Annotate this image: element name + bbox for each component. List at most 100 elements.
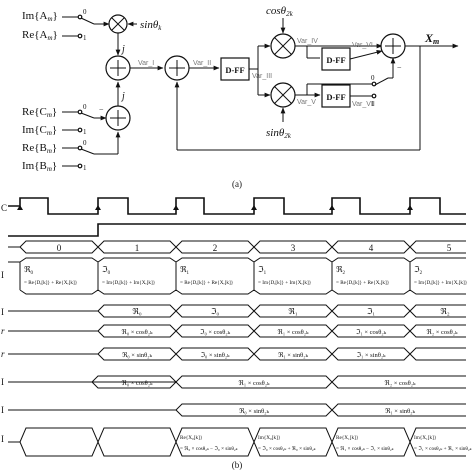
var-i-label: Var_I bbox=[138, 60, 154, 67]
slot-number: 5 bbox=[447, 243, 452, 253]
row-label: r bbox=[1, 349, 5, 359]
row-var-iv: ℜ₀ × cosθ₂ₖ ℑ₀ × cosθ₂ₖ ℜ₁ × cosθ₂ₖ ℑ₁ ×… bbox=[8, 324, 466, 338]
svg-text:Re{X₀[k]}: Re{X₀[k]} bbox=[180, 435, 203, 441]
input-im-a: Im{Am} bbox=[22, 10, 58, 23]
var-v-cell: ℑ₁ × sinθ₂ₖ bbox=[356, 351, 386, 359]
switch-arm bbox=[80, 17, 95, 25]
var-iv-cell: ℜ₁ × cosθ₂ₖ bbox=[278, 328, 310, 336]
svg-text:D-FF: D-FF bbox=[225, 65, 244, 75]
switch-terminal bbox=[371, 93, 377, 99]
row-xm: Re{X₀[k]} = ℜ₀ × cosθ₂ₖ − ℑ₀ × sinθ₂ₖ Im… bbox=[8, 427, 472, 457]
svg-text:ℑ0: ℑ0 bbox=[102, 265, 111, 276]
svg-text:= ℜ₀ × cosθ₂ₖ − ℑ₀ × sinθ₂ₖ: = ℜ₀ × cosθ₂ₖ − ℑ₀ × sinθ₂ₖ bbox=[180, 446, 238, 452]
var-vii-cell: ℜ₁ × sinθ₂ₖ bbox=[385, 407, 415, 415]
var-vii-cell: ℜ₀ × sinθ₂ₖ bbox=[239, 407, 269, 415]
svg-text:= Im{Dᵣ[k]} + Im{Xᵣ[k]}: = Im{Dᵣ[k]} + Im{Xᵣ[k]} bbox=[414, 280, 468, 286]
multiplier-sin-k bbox=[108, 14, 128, 34]
switch-terminal bbox=[77, 14, 83, 20]
row-label: I bbox=[1, 377, 4, 387]
var-v-cell: ℜ₁ × sinθ₂ₖ bbox=[278, 351, 308, 359]
input-im-c: Im{Cm} bbox=[22, 124, 57, 137]
input-im-b: Im{Bm} bbox=[22, 160, 57, 173]
adder-3 bbox=[105, 105, 131, 131]
svg-text:Im{X₁[k]}: Im{X₁[k]} bbox=[414, 435, 437, 441]
row-label: I bbox=[1, 270, 4, 280]
slot-number: 1 bbox=[135, 243, 140, 253]
svg-text:cosθ2k: cosθ2k bbox=[266, 5, 294, 18]
svg-text:= Im{Dᵣ[k]} + Im{Xᵣ[k]}: = Im{Dᵣ[k]} + Im{Xᵣ[k]} bbox=[102, 280, 156, 286]
svg-text:D-FF: D-FF bbox=[326, 92, 345, 102]
var-i-cell: ℜ2 = Re{Dᵣ[k]} + Re{Xᵣ[k]} bbox=[336, 265, 390, 286]
switch-label-3: 1 bbox=[83, 128, 87, 136]
input-re-c: Re{Cm} bbox=[22, 106, 57, 119]
var-iv-cell: ℑ₁ × cosθ₂ₖ bbox=[356, 328, 387, 336]
output-switch-label-0: 0 bbox=[371, 74, 375, 82]
svg-text:sinθk: sinθk bbox=[140, 19, 162, 32]
svg-text:Im{Bm}: Im{Bm} bbox=[22, 160, 57, 173]
minus-label-out: − bbox=[397, 63, 402, 72]
input-re-b: Re{Bm} bbox=[22, 142, 57, 155]
svg-text:Re{Cm}: Re{Cm} bbox=[22, 106, 57, 119]
row-var-vi: ℜ₀ × cosθ₂ₖ ℜ₁ × cosθ₂ₖ ℜ₂ × cosθ₂ₖ bbox=[8, 375, 466, 389]
dff-main: D-FF bbox=[220, 57, 250, 81]
row-label: I bbox=[1, 434, 4, 444]
slot-number: 2 bbox=[213, 243, 218, 253]
svg-text:Xm: Xm bbox=[424, 31, 439, 46]
row-label: I bbox=[1, 307, 4, 317]
var-vii-label: Var_VII bbox=[352, 101, 375, 108]
var-ii-cell: ℑ₁ bbox=[367, 307, 376, 316]
svg-text:ℜ0: ℜ0 bbox=[24, 265, 34, 276]
svg-text:ℑ2: ℑ2 bbox=[414, 265, 423, 276]
xm-cell: Im{X₀[k]} = ℑ₀ × cosθ₂ₖ + ℜ₀ × sinθ₂ₖ bbox=[258, 435, 316, 452]
var-i-cell: ℑ0 = Im{Dᵣ[k]} + Im{Xᵣ[k]} bbox=[102, 265, 156, 286]
var-iv-cell: ℜ₂ × cosθ₂ₖ bbox=[427, 328, 459, 336]
slot-number: 0 bbox=[57, 243, 62, 253]
var-iv-cell: ℜ₀ × cosθ₂ₖ bbox=[122, 328, 154, 336]
block-diagram: Im{Am} Re{Am} 0 1 sinθk j Var_I bbox=[22, 5, 459, 189]
row-label: r bbox=[1, 326, 5, 336]
switch-label-0: 0 bbox=[83, 8, 87, 16]
caption-a: (a) bbox=[232, 179, 242, 189]
svg-text:Re{Bm}: Re{Bm} bbox=[22, 142, 57, 155]
svg-text:sinθ2k: sinθ2k bbox=[266, 127, 292, 140]
clock-edge-markers bbox=[17, 205, 413, 210]
slot-number: 3 bbox=[291, 243, 296, 253]
slot-row: 0 1 2 3 4 5 bbox=[8, 240, 466, 254]
svg-text:ℑ1: ℑ1 bbox=[258, 265, 267, 276]
var-i-cell: ℑ1 = Im{Dᵣ[k]} + Im{Xᵣ[k]} bbox=[258, 265, 312, 286]
var-ii-cell: ℑ₀ bbox=[211, 307, 220, 316]
var-ii-cell: ℜ₂ bbox=[440, 307, 450, 316]
var-v-cell: ℑ₀ × sinθ₂ₖ bbox=[200, 351, 230, 359]
var-vi-cell: ℜ₁ × cosθ₂ₖ bbox=[239, 379, 271, 387]
dff-bottom: D-FF bbox=[321, 84, 351, 108]
minus-label-in: − bbox=[99, 105, 104, 114]
svg-text:Im{X₀[k]}: Im{X₀[k]} bbox=[258, 435, 281, 441]
row-label: I bbox=[1, 405, 4, 415]
switch-terminal bbox=[77, 33, 83, 39]
switch-label-4: 0 bbox=[83, 139, 87, 147]
var-v-cell: ℜ₀ × sinθ₂ₖ bbox=[122, 351, 152, 359]
var-v-label: Var_V bbox=[297, 99, 316, 106]
j-label-top: j bbox=[120, 44, 125, 55]
svg-text:Re{Am}: Re{Am} bbox=[22, 29, 58, 42]
svg-text:Im{Cm}: Im{Cm} bbox=[22, 124, 57, 137]
var-i-cell: ℜ1 = Re{Dᵣ[k]} + Re{Xᵣ[k]} bbox=[180, 265, 234, 286]
var-vi-label: Var_VI bbox=[352, 42, 373, 49]
svg-text:D-FF: D-FF bbox=[326, 55, 345, 65]
adder-1 bbox=[105, 55, 131, 81]
xm-cell: Re{X₁[k]} = ℜ₁ × cosθ₂ₖ − ℑ₁ × sinθ₂ₖ bbox=[336, 435, 394, 452]
var-iii-label: Var_III bbox=[252, 73, 272, 80]
row-var-v: ℜ₀ × sinθ₂ₖ ℑ₀ × sinθ₂ₖ ℜ₁ × sinθ₂ₖ ℑ₁ ×… bbox=[8, 347, 466, 361]
var-i-cell: ℑ2 = Im{Dᵣ[k]} + Im{Xᵣ[k]} bbox=[414, 265, 468, 286]
switch-terminal bbox=[371, 81, 377, 87]
slot-number: 4 bbox=[369, 243, 374, 253]
xm-cell: Re{X₀[k]} = ℜ₀ × cosθ₂ₖ − ℑ₀ × sinθ₂ₖ bbox=[180, 435, 238, 452]
svg-text:= ℜ₁ × cosθ₂ₖ − ℑ₁ × sinθ₂ₖ: = ℜ₁ × cosθ₂ₖ − ℑ₁ × sinθ₂ₖ bbox=[336, 446, 394, 452]
var-ii-label: Var_II bbox=[193, 60, 211, 67]
svg-text:ℜ2: ℜ2 bbox=[336, 265, 346, 276]
multiplier-cos-2k bbox=[270, 33, 296, 59]
svg-text:= Re{Dᵣ[k]} + Re{Xᵣ[k]}: = Re{Dᵣ[k]} + Re{Xᵣ[k]} bbox=[24, 280, 78, 286]
j-label-bottom: j bbox=[120, 91, 125, 102]
var-ii-cell: ℜ₀ bbox=[132, 307, 142, 316]
